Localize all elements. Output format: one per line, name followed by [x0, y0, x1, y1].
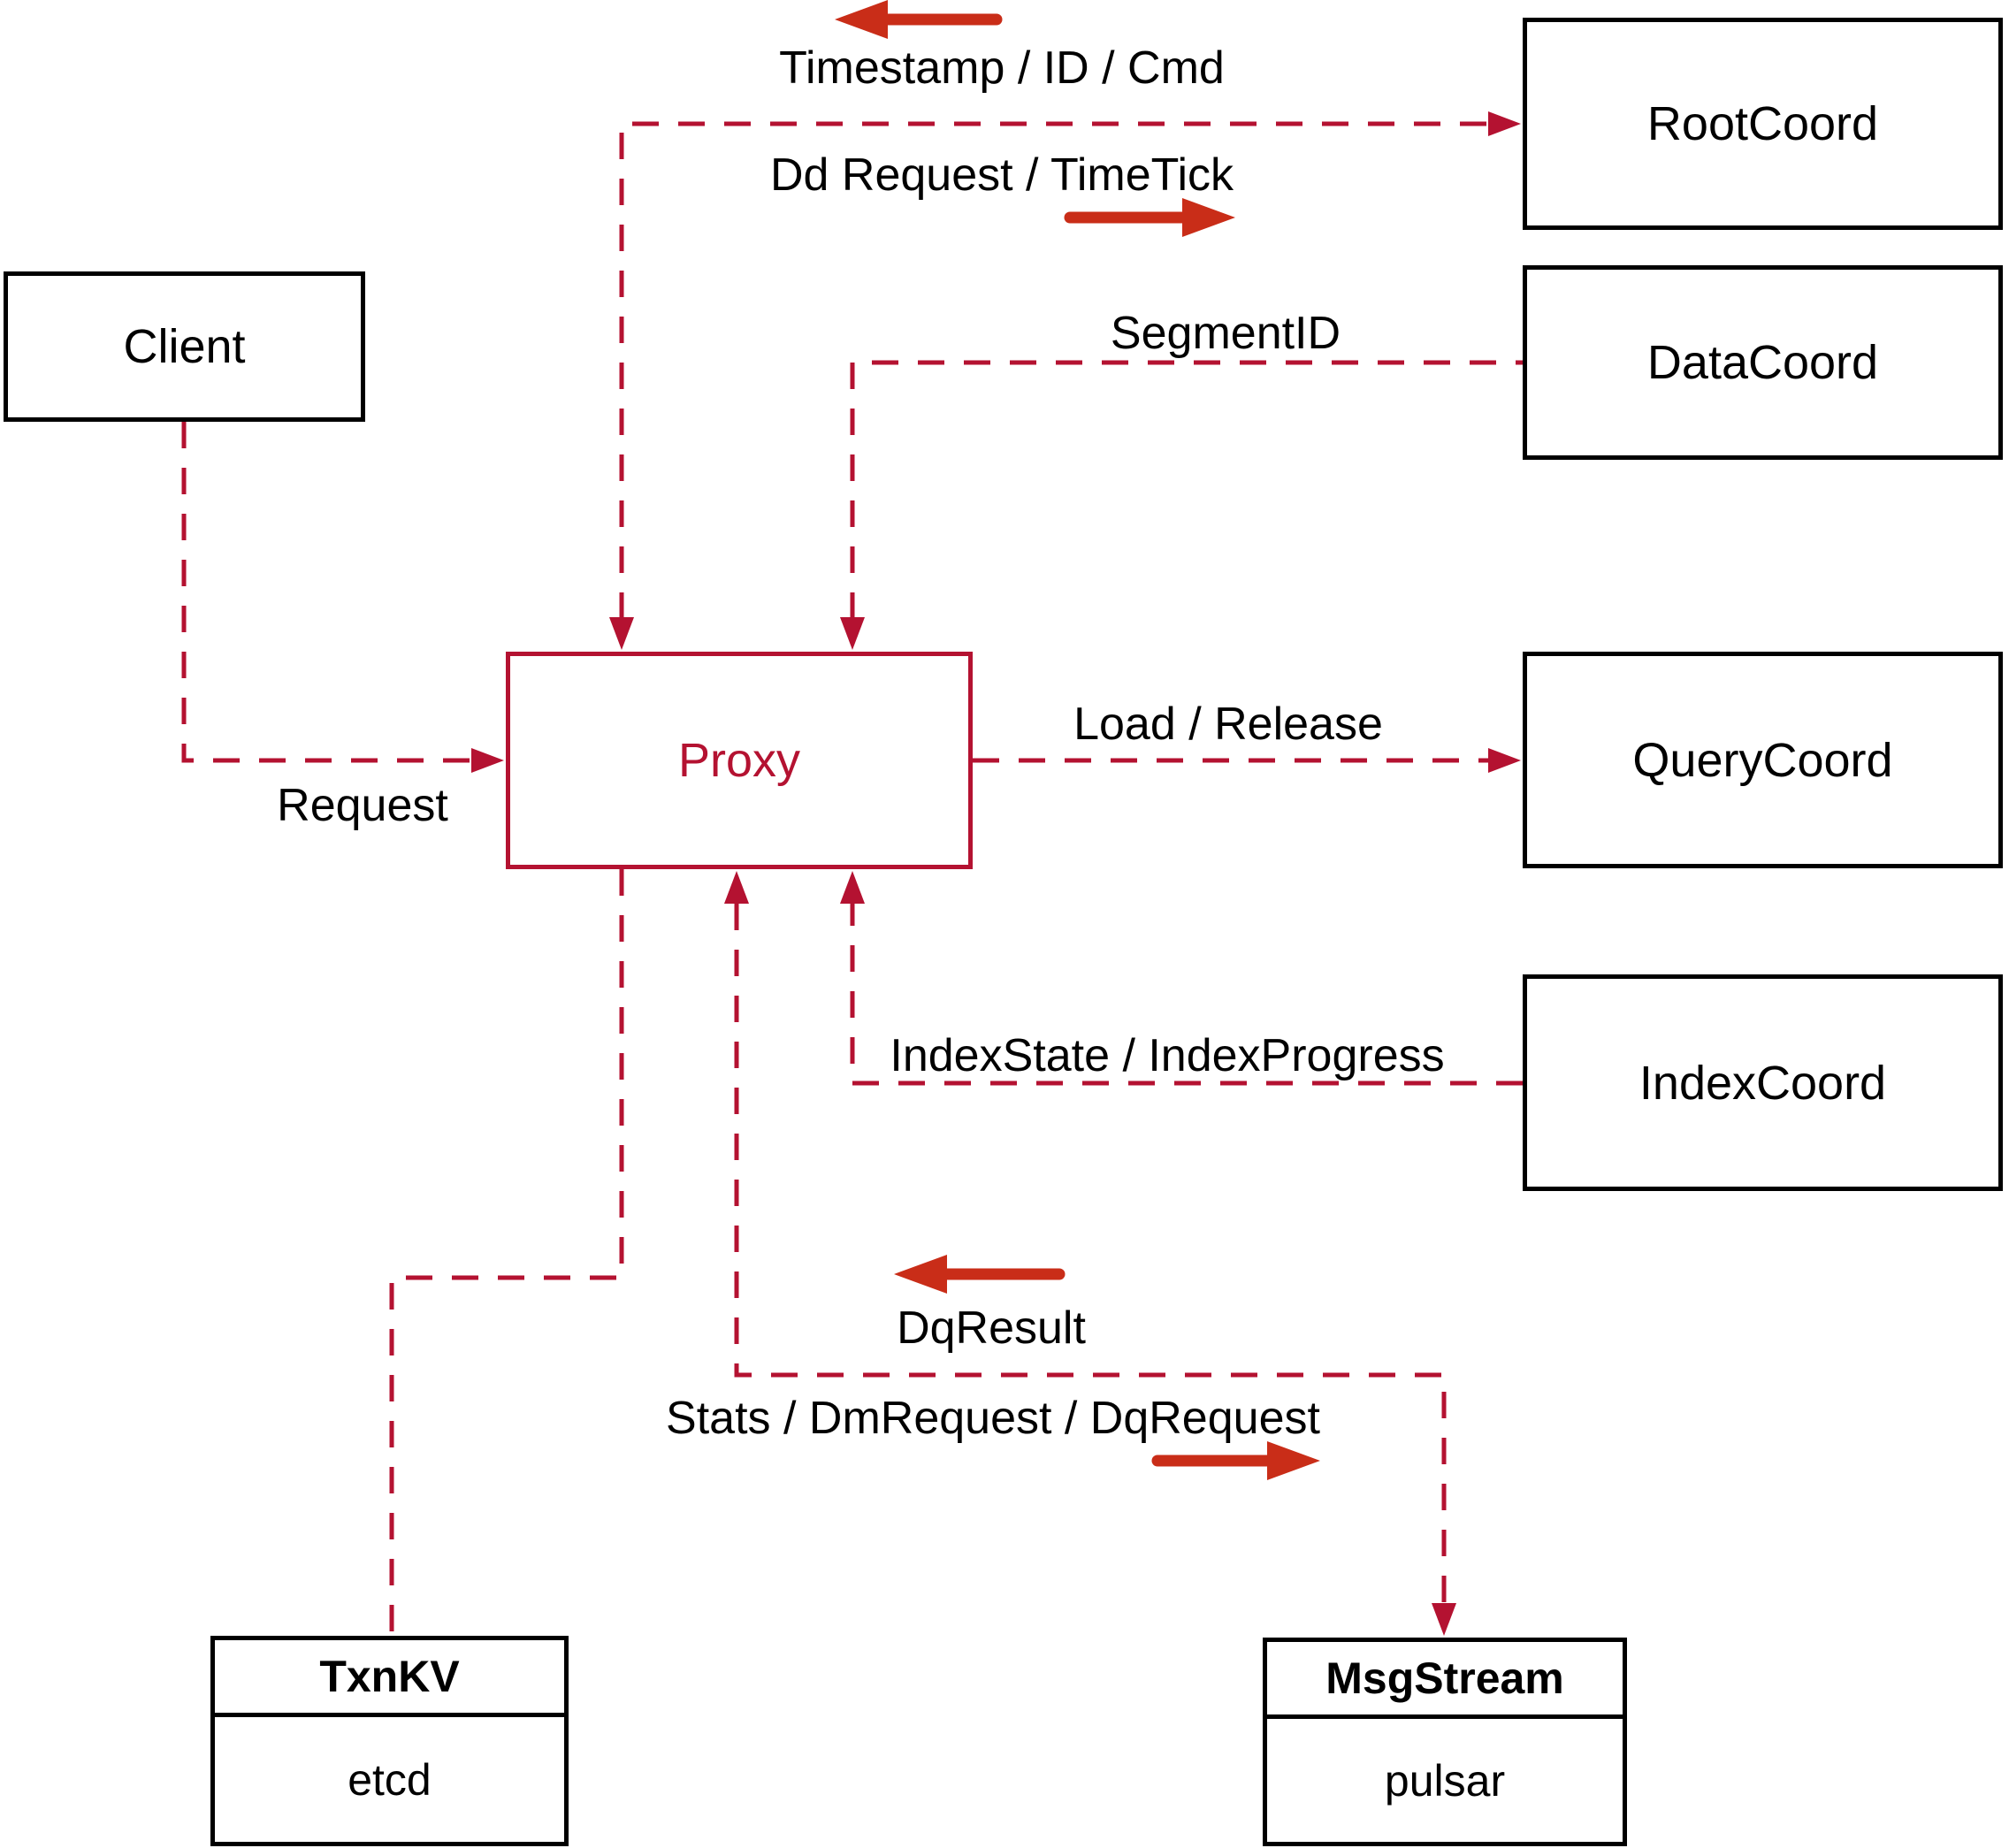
arrowhead-into-rootcoord: [1488, 111, 1521, 136]
node-indexcoord: IndexCoord: [1523, 974, 2003, 1191]
edge-proxy-rootcoord: [619, 121, 1488, 619]
arrowhead-into-proxy-top-right: [840, 617, 865, 650]
edge-proxy-msgstream: [734, 904, 1447, 1603]
edge-label-dd-request-timetick: Dd Request / TimeTick: [769, 149, 1234, 201]
node-msgstream: MsgStream pulsar: [1263, 1638, 1627, 1846]
edge-label-indexstate-indexprogress: IndexState / IndexProgress: [890, 1030, 1445, 1081]
left-direction-arrowhead-dqresult: [894, 1255, 947, 1294]
edge-label-load-release: Load / Release: [1073, 699, 1383, 750]
arrowhead-into-proxy-bottom-right: [840, 871, 865, 904]
edge-indexcoord-proxy: [850, 904, 1523, 1086]
edge-proxy-txnkv: [389, 869, 624, 1636]
node-indexcoord-label: IndexCoord: [1639, 1056, 1887, 1110]
node-proxy: Proxy: [506, 652, 973, 869]
edge-client-proxy: [181, 422, 471, 763]
edge-label-dqresult: DqResult: [897, 1302, 1086, 1354]
node-querycoord: QueryCoord: [1523, 652, 2003, 868]
node-querycoord-label: QueryCoord: [1632, 733, 1893, 787]
edge-label-request: Request: [277, 780, 448, 831]
edge-label-timestamp-id-cmd: Timestamp / ID / Cmd: [779, 42, 1225, 94]
arrowhead-into-msgstream: [1432, 1603, 1456, 1636]
node-proxy-label: Proxy: [677, 734, 801, 787]
node-client-label: Client: [123, 320, 246, 373]
arrowhead-into-querycoord: [1488, 748, 1521, 773]
node-txnkv-title: TxnKV: [215, 1640, 564, 1717]
right-direction-arrowhead-stats: [1267, 1441, 1320, 1480]
node-txnkv-subtitle: etcd: [348, 1754, 432, 1805]
edge-label-stats-dmrequest-dqrequest: Stats / DmRequest / DqRequest: [666, 1393, 1320, 1444]
node-rootcoord-label: RootCoord: [1646, 97, 1879, 150]
arrowhead-into-proxy-top-left: [609, 617, 634, 650]
node-client: Client: [4, 271, 365, 422]
node-rootcoord: RootCoord: [1523, 18, 2003, 230]
edge-datacoord-proxy: [850, 360, 1523, 619]
edge-label-segment-id: SegmentID: [1110, 308, 1341, 359]
left-direction-arrowhead-top: [835, 0, 888, 39]
node-datacoord-label: DataCoord: [1646, 336, 1879, 389]
node-datacoord: DataCoord: [1523, 265, 2003, 460]
arrowhead-into-proxy-bottom-mid: [724, 871, 749, 904]
node-txnkv: TxnKV etcd: [210, 1636, 569, 1846]
node-msgstream-title: MsgStream: [1267, 1642, 1623, 1719]
arrowhead-into-proxy-left: [471, 748, 504, 773]
right-direction-arrowhead-top: [1182, 198, 1235, 237]
node-msgstream-subtitle: pulsar: [1384, 1755, 1506, 1806]
